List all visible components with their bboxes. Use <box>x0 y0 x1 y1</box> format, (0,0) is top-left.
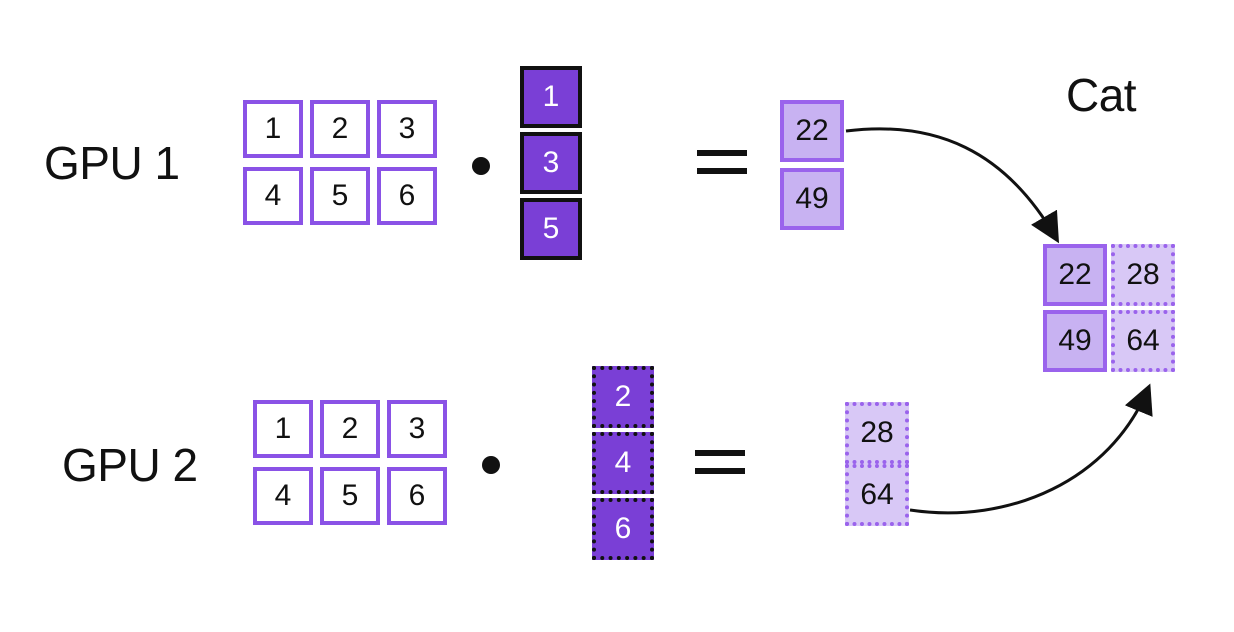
gpu2-matrix-cell: 4 <box>253 467 313 525</box>
gpu1-matrix-cell: 3 <box>377 100 437 158</box>
gpu1-vector-cell: 1 <box>520 66 582 128</box>
gpu1-label: GPU 1 <box>44 137 180 189</box>
concat-result-cell: 49 <box>1043 310 1107 372</box>
gpu2-matrix-cell: 2 <box>320 400 380 458</box>
gpu1-matrix-cell: 5 <box>310 167 370 225</box>
gpu2-to-concat-arrow <box>909 383 1153 515</box>
gpu1-result-cell: 22 <box>780 100 844 162</box>
gpu2-matrix-cell: 1 <box>253 400 313 458</box>
gpu1-equals-sign <box>697 150 747 174</box>
gpu2-vector-cell: 2 <box>592 366 654 428</box>
gpu1-to-concat-arrow <box>845 127 1060 244</box>
gpu2-label: GPU 2 <box>62 439 198 491</box>
concat-label: Cat <box>1066 69 1137 121</box>
gpu1-matrix-cell: 6 <box>377 167 437 225</box>
gpu2-vector-cell: 6 <box>592 498 654 560</box>
gpu2-equals-sign <box>695 450 745 474</box>
gpu2-dot-operator <box>482 456 500 474</box>
gpu1-vector-cell: 5 <box>520 198 582 260</box>
gpu2-result-cell: 64 <box>845 464 909 526</box>
gpu1-matrix-cell: 2 <box>310 100 370 158</box>
gpu1-vector-cell: 3 <box>520 132 582 194</box>
concat-result-cell: 22 <box>1043 244 1107 306</box>
gpu2-matrix-cell: 5 <box>320 467 380 525</box>
gpu2-vector-cell: 4 <box>592 432 654 494</box>
gpu1-result-cell: 49 <box>780 168 844 230</box>
gpu2-matrix-cell: 6 <box>387 467 447 525</box>
gpu1-dot-operator <box>472 157 490 175</box>
gpu2-matrix-cell: 3 <box>387 400 447 458</box>
gpu2-result-cell: 28 <box>845 402 909 464</box>
concat-result-cell: 28 <box>1111 244 1175 306</box>
gpu1-matrix-cell: 1 <box>243 100 303 158</box>
concat-result-cell: 64 <box>1111 310 1175 372</box>
gpu1-matrix-cell: 4 <box>243 167 303 225</box>
